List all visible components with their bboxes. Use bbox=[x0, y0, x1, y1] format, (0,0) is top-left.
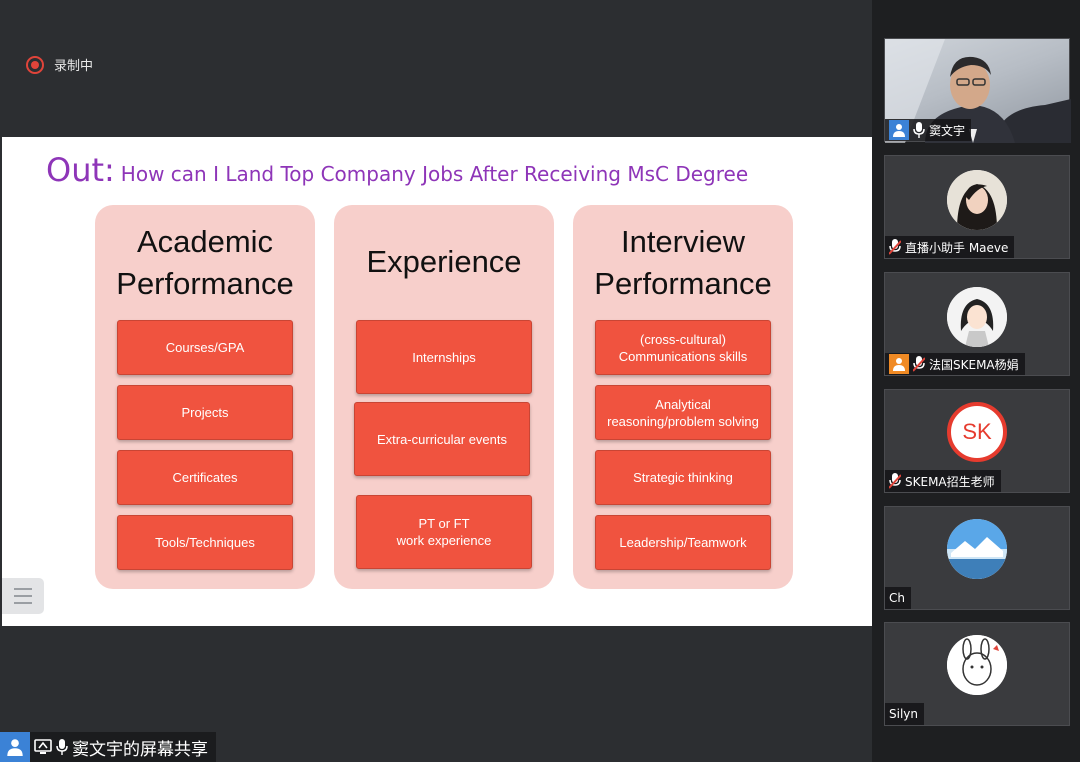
item-pt-ft-work: PT or FT work experience bbox=[356, 495, 532, 569]
microphone-icon bbox=[913, 122, 925, 138]
participant-label: Ch bbox=[885, 587, 911, 609]
avatar bbox=[947, 519, 1007, 579]
screen-share-bar: 窦文宇的屏幕共享 bbox=[0, 732, 216, 762]
column-interview-performance: Interview Performance (cross-cultural) C… bbox=[573, 205, 793, 589]
participant-name: Ch bbox=[889, 591, 905, 605]
participant-name: 窦文宇 bbox=[929, 123, 966, 138]
shared-slide: Out:How can I Land Top Company Jobs Afte… bbox=[2, 137, 872, 626]
participant-label: 直播小助手 Maeve bbox=[885, 236, 1015, 258]
column-experience: Experience Internships Extra-curricular … bbox=[334, 205, 554, 589]
avatar bbox=[947, 287, 1007, 347]
slide-title: Out:How can I Land Top Company Jobs Afte… bbox=[46, 151, 748, 189]
item-strategic-thinking: Strategic thinking bbox=[595, 450, 771, 505]
column-heading: Academic Performance bbox=[116, 224, 294, 301]
slide-title-prefix: Out: bbox=[46, 151, 115, 189]
participant-name: SKEMA招生老师 bbox=[905, 474, 995, 489]
column-heading: Experience bbox=[366, 244, 522, 279]
item-analytical-reasoning: Analytical reasoning/problem solving bbox=[595, 385, 771, 440]
microphone-muted-icon bbox=[889, 473, 901, 489]
avatar bbox=[947, 170, 1007, 230]
participant-tile[interactable]: 直播小助手 Maeve bbox=[884, 155, 1070, 259]
participant-tile[interactable]: 窦文宇 bbox=[884, 38, 1071, 143]
item-tools-techniques: Tools/Techniques bbox=[117, 515, 293, 570]
participant-name: 法国SKEMA杨娟 bbox=[929, 357, 1019, 372]
recording-indicator[interactable]: 录制中 bbox=[26, 55, 93, 74]
participant-sidebar: 窦文宇 直播小助手 Maeve 法国SKEMA杨娟 SK bbox=[872, 0, 1080, 762]
slide-menu-button[interactable] bbox=[2, 578, 44, 614]
item-projects: Projects bbox=[117, 385, 293, 440]
column-academic-performance: Academic Performance Courses/GPA Project… bbox=[95, 205, 315, 589]
participant-label: Silyn bbox=[885, 703, 924, 725]
column-heading: Interview Performance bbox=[594, 224, 772, 301]
microphone-muted-icon bbox=[889, 239, 901, 255]
microphone-icon bbox=[56, 739, 68, 755]
participant-tile[interactable]: Silyn bbox=[884, 622, 1070, 726]
record-icon bbox=[26, 55, 44, 74]
participant-label: 窦文宇 bbox=[885, 119, 972, 141]
slide-title-question: How can I Land Top Company Jobs After Re… bbox=[120, 162, 749, 186]
item-communications: (cross-cultural) Communications skills bbox=[595, 320, 771, 375]
person-icon bbox=[0, 732, 30, 762]
microphone-muted-icon bbox=[913, 356, 925, 372]
item-leadership-teamwork: Leadership/Teamwork bbox=[595, 515, 771, 570]
participant-tile[interactable]: Ch bbox=[884, 506, 1070, 610]
participant-name: Silyn bbox=[889, 707, 918, 721]
item-courses-gpa: Courses/GPA bbox=[117, 320, 293, 375]
screen-share-label: 窦文宇的屏幕共享 bbox=[72, 739, 208, 760]
participant-label: SKEMA招生老师 bbox=[885, 470, 1001, 492]
person-icon bbox=[889, 120, 909, 140]
participant-name: 直播小助手 Maeve bbox=[905, 240, 1009, 255]
screen-share-icon bbox=[34, 739, 52, 754]
person-icon bbox=[889, 354, 909, 374]
avatar bbox=[947, 635, 1007, 695]
speaker-video-icon bbox=[885, 39, 1071, 143]
participant-tile[interactable]: SK SKEMA招生老师 bbox=[884, 389, 1070, 493]
item-internships: Internships bbox=[356, 320, 532, 394]
participant-label: 法国SKEMA杨娟 bbox=[885, 353, 1025, 375]
item-extra-curricular: Extra-curricular events bbox=[354, 402, 530, 476]
participant-tile[interactable]: 法国SKEMA杨娟 bbox=[884, 272, 1070, 376]
item-certificates: Certificates bbox=[117, 450, 293, 505]
recording-label: 录制中 bbox=[54, 59, 94, 74]
avatar: SK bbox=[947, 402, 1007, 462]
